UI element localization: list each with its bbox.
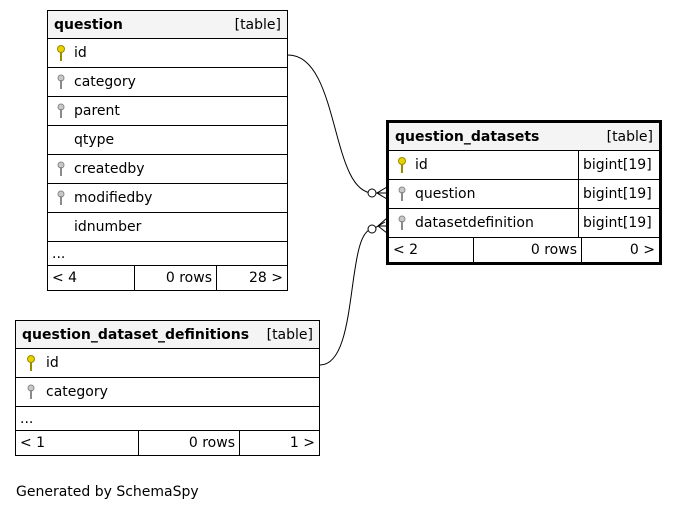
table-kind: [table] [234, 16, 281, 33]
column-row[interactable]: category [16, 378, 319, 407]
table-header: question_dataset_definitions [table] [16, 321, 319, 349]
parents-count[interactable]: < 4 [48, 266, 135, 290]
column-row[interactable]: id [48, 39, 287, 68]
column-row[interactable]: qtype [48, 126, 287, 155]
children-count[interactable]: 0 > [629, 242, 655, 258]
zero-or-many-marker [367, 224, 377, 234]
table-kind: [table] [606, 128, 653, 145]
column-name: id [74, 45, 87, 61]
table-kind: [table] [266, 326, 313, 343]
column-row[interactable]: id [16, 349, 319, 378]
column-type: bigint[19] [578, 180, 659, 208]
primary-key-icon [389, 156, 415, 174]
column-row[interactable]: createdby [48, 155, 287, 184]
children-count[interactable]: 28 > [249, 270, 283, 286]
row-count: 0 rows [474, 238, 582, 262]
more-columns: ... [48, 242, 287, 266]
generated-by-caption: Generated by SchemaSpy [16, 484, 199, 500]
column-name: id [415, 157, 428, 173]
primary-key-icon [48, 44, 74, 62]
column-row[interactable]: id bigint[19] [389, 151, 659, 180]
children-count[interactable]: 1 > [289, 435, 315, 451]
column-row[interactable]: modifiedby [48, 184, 287, 213]
relationship-definition-id [319, 221, 386, 366]
table-name[interactable]: question_dataset_definitions [22, 326, 250, 343]
column-row[interactable]: category [48, 68, 287, 97]
parents-count[interactable]: < 2 [389, 238, 474, 262]
column-row[interactable]: question bigint[19] [389, 180, 659, 209]
column-type: bigint[19] [578, 209, 659, 237]
table-question[interactable]: question [table] id category parent qtyp… [47, 10, 288, 291]
crowfoot-marker [377, 217, 388, 234]
column-type: bigint[19] [578, 151, 659, 179]
foreign-key-icon [48, 73, 74, 91]
more-columns: ... [16, 407, 319, 431]
foreign-key-icon [48, 160, 74, 178]
column-row[interactable]: datasetdefinition bigint[19] [389, 209, 659, 238]
column-name: question [415, 186, 476, 202]
column-name: id [46, 355, 59, 371]
table-name[interactable]: question [54, 16, 123, 33]
column-name: createdby [74, 161, 145, 177]
column-name: datasetdefinition [415, 215, 534, 231]
column-row[interactable]: parent [48, 97, 287, 126]
parents-count[interactable]: < 1 [16, 431, 139, 455]
column-name: category [46, 384, 108, 400]
foreign-key-icon [48, 102, 74, 120]
relationship-question-id [287, 54, 385, 194]
foreign-key-icon [389, 185, 415, 203]
column-name: qtype [74, 132, 115, 148]
row-count: 0 rows [135, 266, 217, 290]
zero-or-many-marker [367, 188, 377, 198]
table-header: question [table] [48, 11, 287, 39]
foreign-key-icon [48, 189, 74, 207]
foreign-key-icon [16, 383, 46, 401]
column-name: modifiedby [74, 190, 153, 206]
table-question-dataset-definitions[interactable]: question_dataset_definitions [table] id … [15, 320, 320, 456]
table-question-datasets[interactable]: question_datasets [table] id bigint[19] … [386, 120, 662, 265]
table-name[interactable]: question_datasets [395, 128, 540, 145]
column-row[interactable]: idnumber [48, 213, 287, 242]
table-header: question_datasets [table] [389, 123, 659, 151]
table-footer: < 4 0 rows 28 > [48, 266, 287, 290]
column-name: parent [74, 103, 120, 119]
table-footer: < 2 0 rows 0 > [389, 238, 659, 262]
crowfoot-marker [376, 186, 388, 200]
table-footer: < 1 0 rows 1 > [16, 431, 319, 455]
foreign-key-icon [389, 214, 415, 232]
primary-key-icon [16, 354, 46, 372]
column-name: category [74, 74, 136, 90]
column-name: idnumber [74, 219, 142, 235]
row-count: 0 rows [139, 431, 240, 455]
